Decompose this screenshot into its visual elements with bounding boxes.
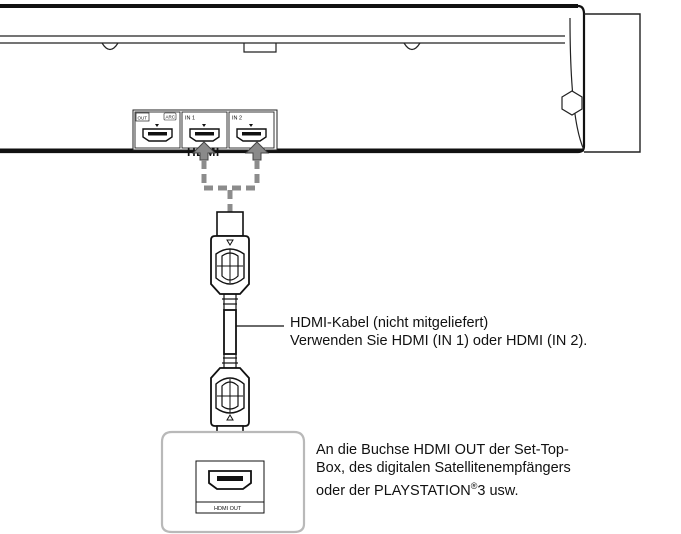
port-label-out: OUT xyxy=(138,116,148,121)
port-marker-icon xyxy=(249,124,253,127)
callout-settop-line3-after: 3 usw. xyxy=(477,482,519,499)
triangle-mark-icon xyxy=(226,414,234,421)
registered-mark: ® xyxy=(470,481,478,491)
callout-settop-box: An die Buchse HDMI OUT der Set-Top- Box,… xyxy=(316,441,571,500)
port-marker-icon xyxy=(155,124,159,127)
triangle-mark-icon xyxy=(226,239,234,246)
callout-cable-line2: Verwenden Sie HDMI (IN 1) oder HDMI (IN … xyxy=(290,333,588,349)
cable-plug-top xyxy=(216,211,244,237)
hdmi-in2-port[interactable]: IN 2 xyxy=(228,111,275,149)
callout-settop-line3: oder der PLAYSTATION®3 usw. xyxy=(316,477,571,500)
hdmi-in1-port[interactable]: IN 1 xyxy=(181,111,228,149)
settop-port-label: HDMI OUT xyxy=(214,506,242,512)
cable-wire xyxy=(223,309,237,355)
callout-settop-line3-before: oder der PLAYSTATION xyxy=(316,482,471,499)
port-label-in2: IN 2 xyxy=(232,116,242,122)
hdmi-out-arc-port[interactable]: OUT ARC xyxy=(134,111,181,149)
hdmi-cable xyxy=(210,211,250,447)
port-label-in1: IN 1 xyxy=(185,116,195,122)
dashed-either-connector xyxy=(201,160,260,212)
callout-settop-line2: Box, des digitalen Satellitenempfängers xyxy=(316,460,571,476)
port-label-arc: ARC xyxy=(166,115,176,120)
callout-settop-line1: An die Buchse HDMI OUT der Set-Top- xyxy=(316,442,569,458)
device-rear-panel xyxy=(0,4,641,154)
callout-hdmi-cable: HDMI-Kabel (nicht mitgeliefert) Verwende… xyxy=(290,314,587,350)
settop-box-panel: HDMI OUT xyxy=(160,430,306,534)
port-marker-icon xyxy=(202,124,206,127)
callout-cable-line1: HDMI-Kabel (nicht mitgeliefert) xyxy=(290,315,489,331)
settop-hdmi-out-port[interactable]: HDMI OUT xyxy=(195,460,265,514)
